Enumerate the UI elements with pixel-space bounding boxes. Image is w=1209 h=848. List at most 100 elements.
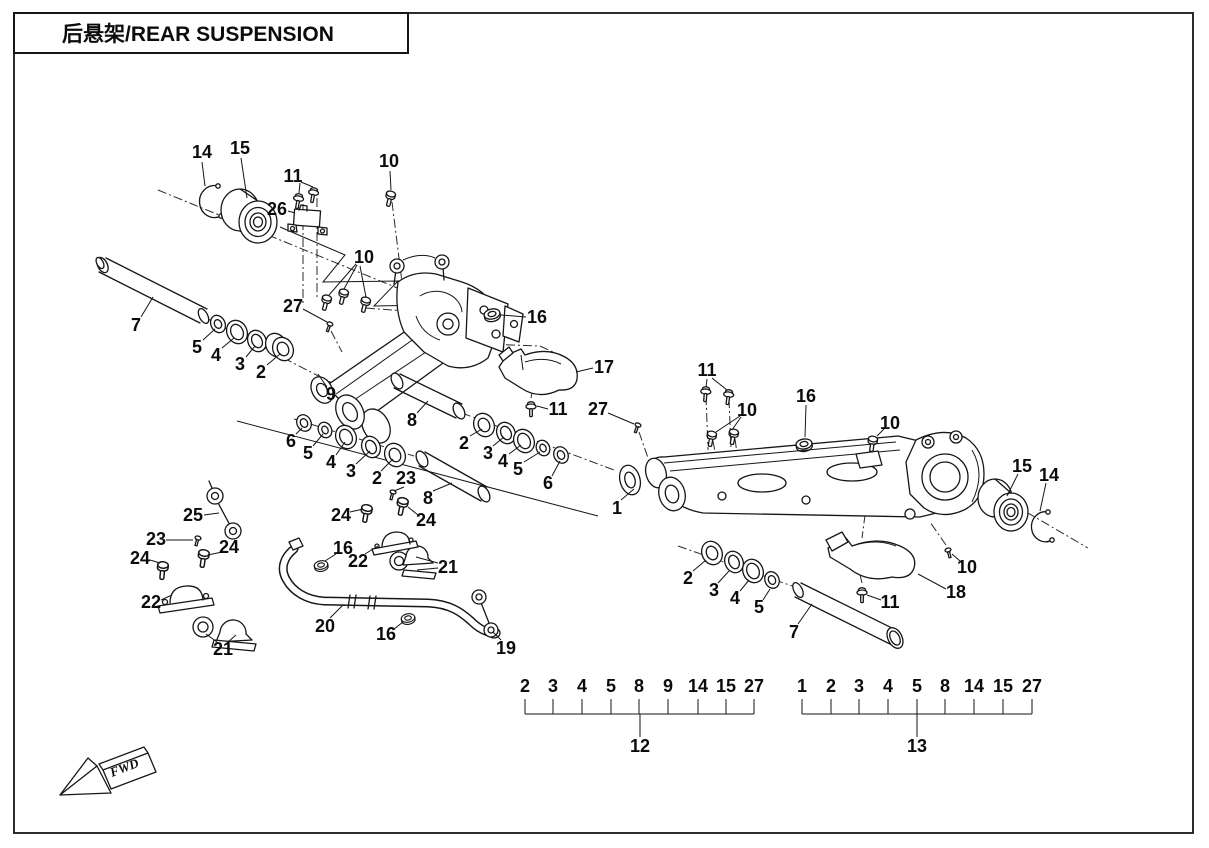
leader-line <box>324 553 337 562</box>
callout-5: 5 <box>303 443 313 463</box>
legend-item: 5 <box>912 676 922 696</box>
callout-18: 18 <box>946 582 966 602</box>
end-link-25 <box>206 480 242 540</box>
pivot-shaft-7-right <box>792 581 904 649</box>
leader-line <box>500 314 527 318</box>
callout-27: 27 <box>283 296 303 316</box>
legend-group-id-13: 13 <box>907 736 927 756</box>
legend-item: 14 <box>688 676 708 696</box>
leader-line <box>343 264 358 290</box>
leader-line <box>804 404 807 438</box>
callout-16: 16 <box>376 624 396 644</box>
seal-stack-left-front <box>209 314 295 362</box>
leader-line <box>329 604 344 619</box>
leader-line <box>364 545 379 555</box>
leader-line <box>508 444 522 455</box>
legend-item: 27 <box>1022 676 1042 696</box>
trailing-arm-left <box>310 254 524 444</box>
callout-5: 5 <box>192 337 202 357</box>
callout-20: 20 <box>315 616 335 636</box>
bearing-15-right <box>977 478 1029 532</box>
callout-24: 24 <box>130 548 150 568</box>
leader-line <box>523 451 541 463</box>
callout-24: 24 <box>416 510 436 530</box>
seal-stack-right <box>700 540 780 589</box>
callout-4: 4 <box>211 345 221 365</box>
pivot-shaft-7-left <box>95 256 210 325</box>
leader-line <box>205 633 218 643</box>
leader-line <box>300 181 314 188</box>
leader-line <box>536 405 549 410</box>
legend-item: 8 <box>634 676 644 696</box>
circlip-14-right <box>1030 509 1055 543</box>
callout-16: 16 <box>333 538 353 558</box>
callout-11: 11 <box>697 360 716 380</box>
callout-5: 5 <box>513 459 523 479</box>
leader-line <box>731 416 742 431</box>
legend-item: 5 <box>606 676 616 696</box>
guard-18 <box>825 531 916 580</box>
callout-4: 4 <box>326 452 336 472</box>
callout-22: 22 <box>348 551 368 571</box>
callout-3: 3 <box>483 443 493 463</box>
callout-16: 16 <box>527 307 547 327</box>
legend-item: 4 <box>883 676 893 696</box>
leader-line <box>266 353 281 366</box>
leader-line <box>717 570 730 584</box>
callout-7: 7 <box>131 315 141 335</box>
leader-line <box>492 631 502 641</box>
leader-line <box>575 367 594 373</box>
callout-11: 11 <box>548 399 567 419</box>
callout-10: 10 <box>354 247 374 267</box>
leader-line <box>739 579 750 592</box>
bushing-tube-8a <box>390 372 466 420</box>
leader-line <box>227 634 237 643</box>
leader-line <box>469 428 483 437</box>
callout-2: 2 <box>372 468 382 488</box>
callout-16: 16 <box>796 386 816 406</box>
bushing-clamp-21-left <box>192 616 257 652</box>
bushing-tube-8b <box>415 450 491 503</box>
bearing-15-left <box>220 188 278 244</box>
leader-line <box>160 594 173 601</box>
callout-17: 17 <box>594 357 614 377</box>
leader-line <box>335 441 346 456</box>
callout-3: 3 <box>346 461 356 481</box>
leader-line <box>245 345 256 358</box>
bracket-26 <box>287 204 328 236</box>
callout-21: 21 <box>438 557 458 577</box>
leader-line <box>317 373 328 388</box>
leader-line <box>492 436 505 447</box>
legend-item: 3 <box>548 676 558 696</box>
leader-line <box>415 556 439 564</box>
leader-line <box>298 182 301 194</box>
bracket-22-right <box>371 531 419 556</box>
callout-6: 6 <box>286 431 296 451</box>
leader-line <box>203 512 220 516</box>
callout-2: 2 <box>683 568 693 588</box>
callout-8: 8 <box>407 410 417 430</box>
callout-4: 4 <box>730 588 740 608</box>
leader-line <box>393 621 404 630</box>
legend-item: 3 <box>854 676 864 696</box>
leader-line <box>715 415 741 433</box>
callout-27: 27 <box>588 399 608 419</box>
callout-5: 5 <box>754 597 764 617</box>
legend-item: 27 <box>744 676 764 696</box>
callout-14: 14 <box>1039 465 1059 485</box>
legend-item: 14 <box>964 676 984 696</box>
leader-line <box>312 433 324 447</box>
callout-24: 24 <box>219 537 239 557</box>
callout-7: 7 <box>789 622 799 642</box>
leader-line <box>416 567 439 571</box>
callout-1: 1 <box>612 498 622 518</box>
leader-line <box>149 559 161 564</box>
legend-item: 1 <box>797 676 807 696</box>
callout-23: 23 <box>396 468 416 488</box>
leader-line <box>221 337 235 349</box>
leader-line <box>207 551 223 556</box>
page-title: 后悬架/REAR SUSPENSION <box>62 23 334 46</box>
legend-item: 15 <box>993 676 1013 696</box>
